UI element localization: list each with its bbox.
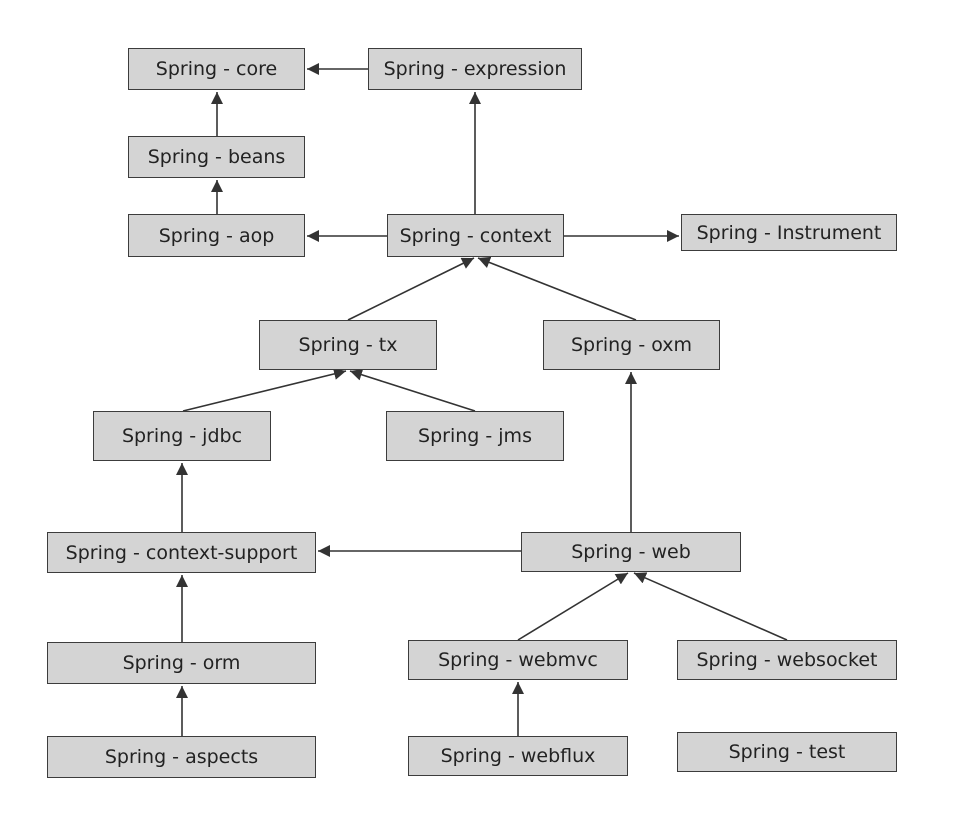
node-label: Spring - websocket [696,649,878,671]
node-label: Spring - core [155,58,278,80]
node-label: Spring - expression [383,58,567,80]
edge-jms-to-tx [349,368,476,412]
node-spring-test: Spring - test [677,732,897,772]
node-spring-webmvc: Spring - webmvc [408,640,628,680]
node-label: Spring - aop [158,224,275,247]
node-label: Spring - context [399,224,552,247]
node-spring-tx: Spring - tx [259,320,437,370]
node-label: Spring - jms [418,425,532,447]
node-label: Spring - jdbc [121,425,243,447]
node-spring-core: Spring - core [128,48,305,90]
node-spring-instrument: Spring - Instrument [681,214,897,251]
node-spring-jdbc: Spring - jdbc [93,411,271,461]
node-label: Spring - context-support [65,541,298,564]
edge-oxm-to-context [477,256,637,321]
node-label: Spring - webmvc [438,649,598,671]
node-label: Spring - oxm [570,334,693,356]
node-label: Spring - tx [298,334,398,356]
node-label: Spring - Instrument [696,221,882,244]
node-spring-context: Spring - context [387,214,564,257]
node-spring-jms: Spring - jms [386,411,564,461]
node-label: Spring - aspects [104,746,259,768]
node-spring-aspects: Spring - aspects [47,736,316,778]
edge-tx-to-context [347,257,475,321]
node-spring-beans: Spring - beans [128,136,305,178]
node-spring-orm: Spring - orm [47,642,316,684]
node-label: Spring - test [728,741,846,763]
node-spring-webflux: Spring - webflux [408,736,628,776]
edge-webmvc-to-web [517,572,629,641]
node-label: Spring - orm [122,652,241,674]
node-spring-aop: Spring - aop [128,214,305,257]
node-spring-web: Spring - web [521,532,741,572]
edge-websocket-to-web [633,572,788,641]
node-spring-expression: Spring - expression [368,48,582,90]
node-label: Spring - beans [147,146,286,168]
node-label: Spring - web [571,541,691,563]
node-spring-context-support: Spring - context-support [47,532,316,573]
edge-jdbc-to-tx [182,368,347,412]
node-label: Spring - webflux [440,745,596,767]
node-spring-oxm: Spring - oxm [543,320,720,370]
node-spring-websocket: Spring - websocket [677,640,897,680]
